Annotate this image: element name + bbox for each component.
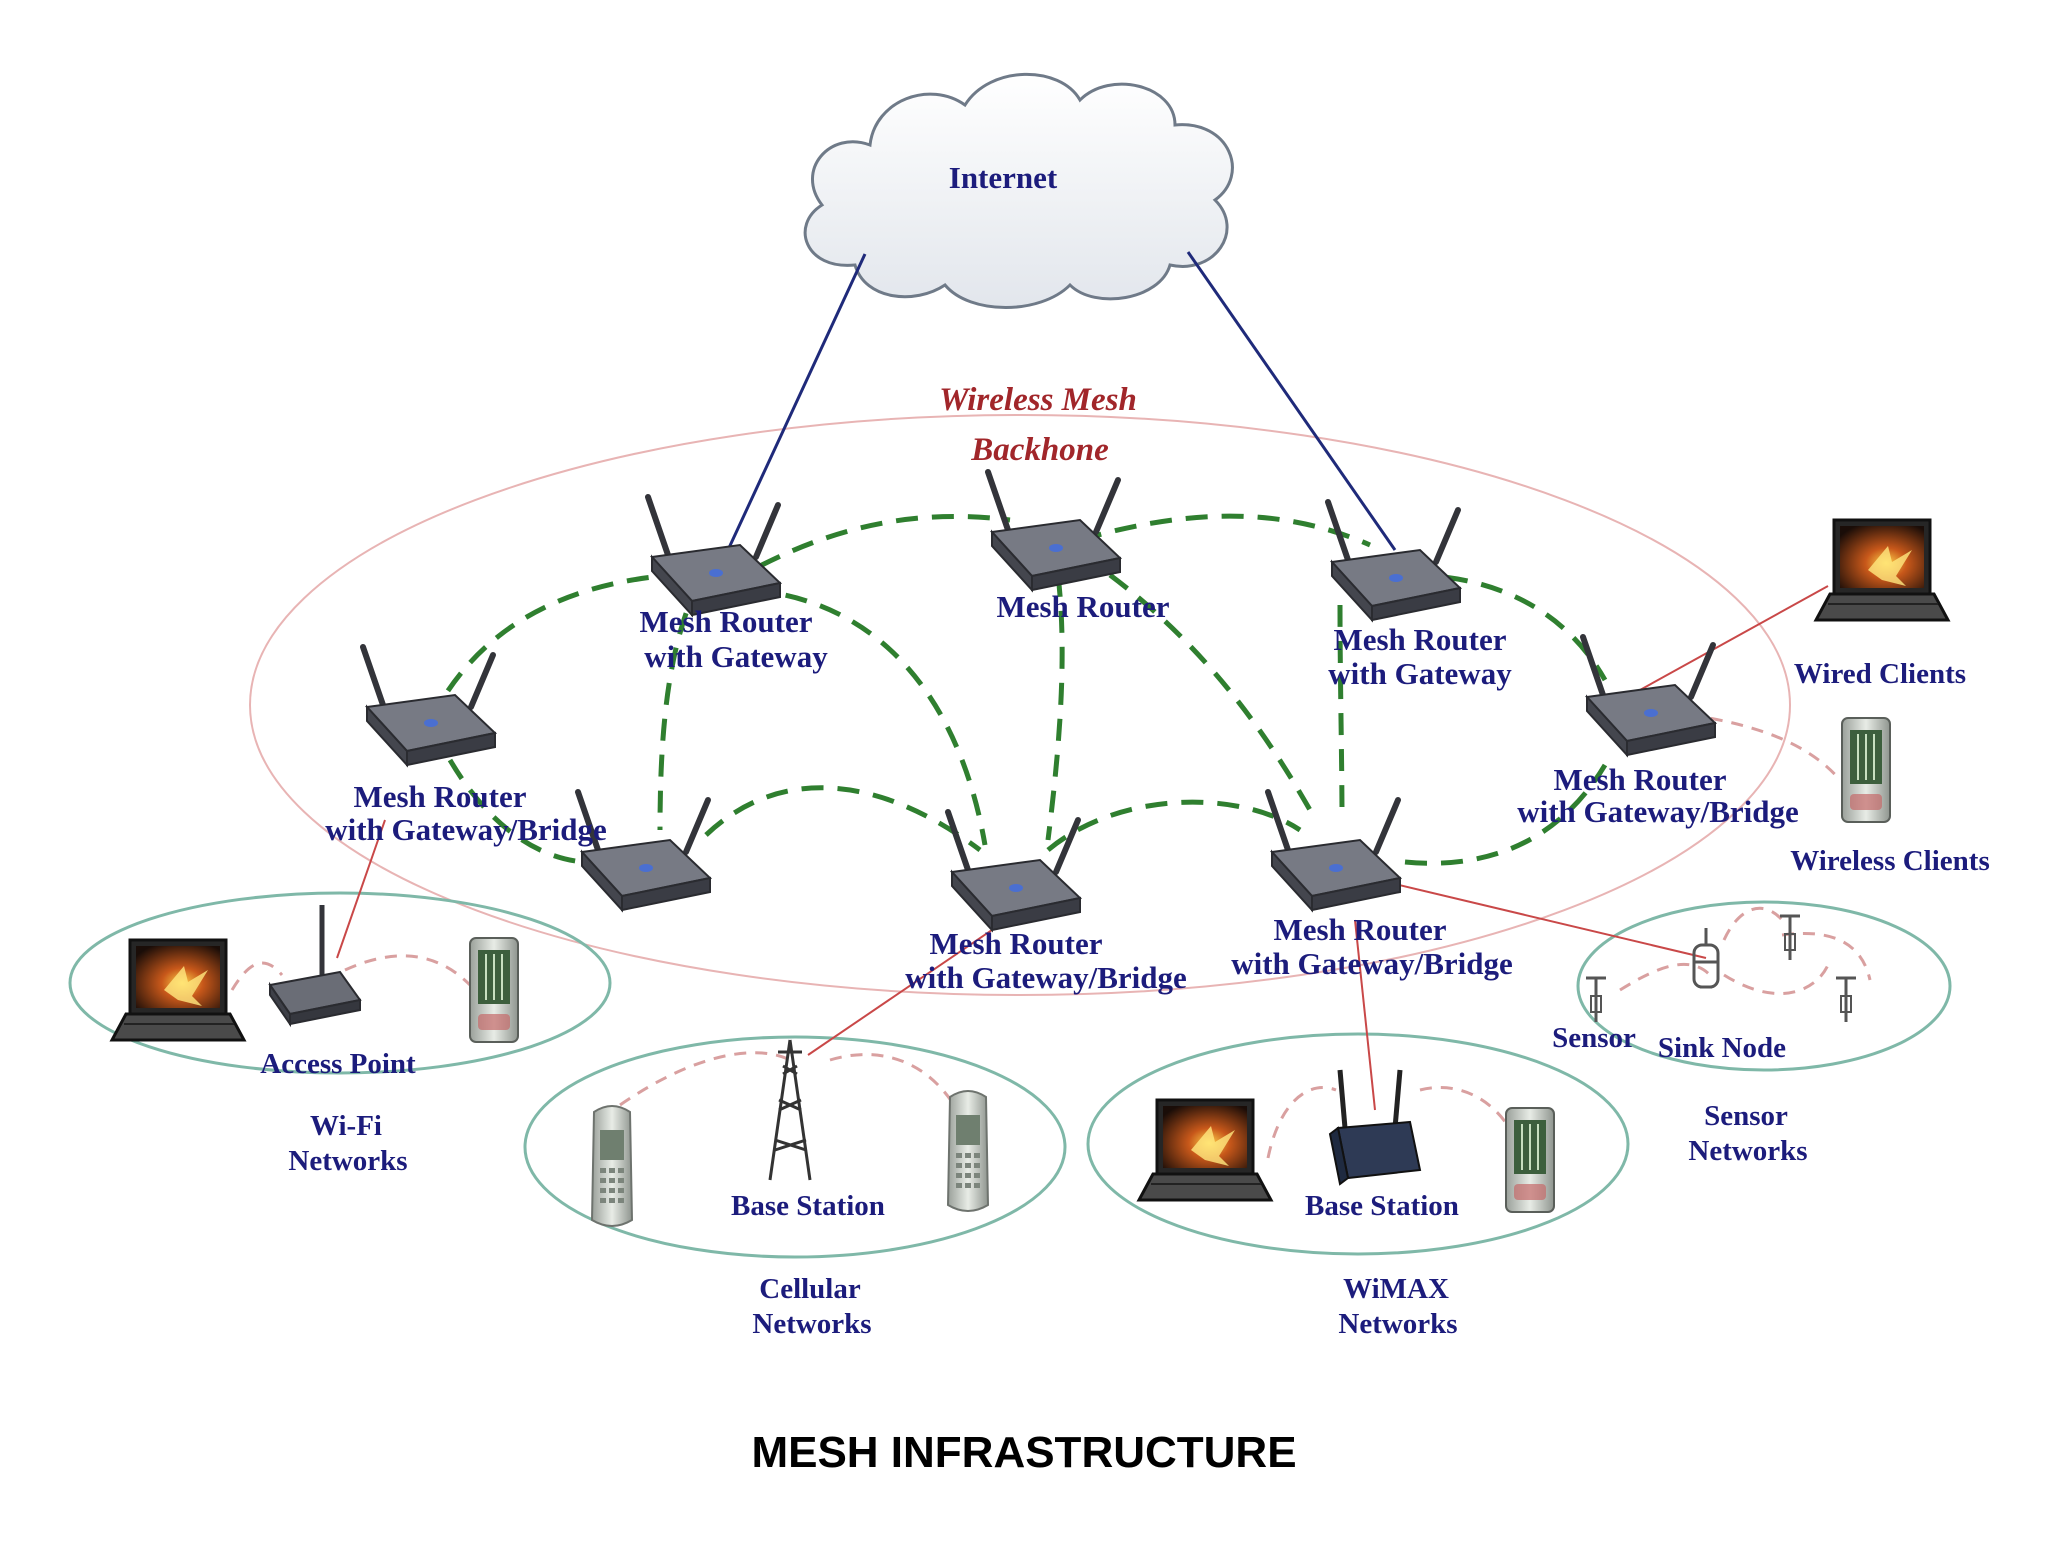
mesh-router-bridge-icon	[1583, 637, 1715, 755]
sensor-icon	[1834, 976, 1858, 1024]
internet-link	[726, 253, 867, 551]
wireless-clients-label: Wireless Clients	[1790, 845, 1990, 877]
diagram-caption: MESH INFRASTRUCTURE	[751, 1428, 1297, 1477]
cellular-network-label-line1: Cellular	[759, 1273, 861, 1305]
sensor-network-label-line2: Networks	[1688, 1135, 1807, 1167]
sink-node-icon	[1692, 928, 1720, 989]
cellular-phone-icon	[591, 1105, 633, 1227]
mesh-router-icon	[988, 472, 1120, 590]
wifi-laptop-icon	[110, 938, 246, 1042]
wimax-base-station-label: Base Station	[1305, 1190, 1459, 1222]
router7-label-line1: Mesh Router	[1273, 912, 1446, 947]
wimax-pda-icon	[1505, 1107, 1555, 1213]
router5-label-line2: with Gateway/Bridge	[1517, 794, 1799, 829]
router6-label-line2: with Gateway/Bridge	[905, 960, 1187, 995]
wireless-client-pda-icon	[1841, 717, 1891, 823]
wifi-network-region	[68, 891, 612, 1075]
wifi-network-label-line2: Networks	[288, 1145, 407, 1177]
mesh-router-bridge-icon	[1268, 792, 1400, 910]
router3-label-line2: with Gateway	[1328, 656, 1512, 691]
wired-clients-label: Wired Clients	[1794, 658, 1966, 690]
sensor-network-label-line1: Sensor	[1704, 1100, 1788, 1132]
mesh-router-icon	[578, 792, 710, 910]
router1-label-line2: with Gateway	[644, 639, 828, 674]
mesh-router-gateway-icon	[1328, 502, 1460, 620]
cell-tower-icon	[768, 1039, 812, 1181]
wimax-laptop-icon	[1137, 1098, 1273, 1202]
backbone-label-line1: Wireless Mesh	[939, 382, 1137, 418]
router1-label-line1: Mesh Router	[639, 604, 812, 639]
router5-label-line1: Mesh Router	[1553, 762, 1726, 797]
internet-cloud-icon	[803, 72, 1234, 309]
access-point-label: Access Point	[260, 1048, 416, 1080]
router4-label-line1: Mesh Router	[353, 779, 526, 814]
router6-label-line1: Mesh Router	[929, 926, 1102, 961]
router2-label: Mesh Router	[996, 589, 1169, 624]
cellular-network-region	[523, 1035, 1067, 1259]
sensor-network-region	[1576, 900, 1952, 1072]
sensor-label: Sensor	[1552, 1022, 1636, 1054]
wifi-network-label-line1: Wi-Fi	[310, 1110, 382, 1142]
sink-node-label: Sink Node	[1658, 1032, 1786, 1064]
backbone-region	[249, 414, 1791, 996]
sensor-icon	[1778, 914, 1802, 962]
wired-client-laptop-icon	[1814, 518, 1950, 622]
wimax-network-region	[1086, 1032, 1630, 1256]
mesh-router-gateway-icon	[648, 497, 780, 615]
router3-label-line1: Mesh Router	[1333, 622, 1506, 657]
cellular-base-station-label: Base Station	[731, 1190, 885, 1222]
wimax-base-station-icon	[1328, 1069, 1422, 1186]
cellular-phone-icon	[947, 1090, 989, 1212]
mesh-router-bridge-icon	[363, 647, 495, 765]
access-point-icon	[268, 905, 362, 1028]
router7-label-line2: with Gateway/Bridge	[1231, 946, 1513, 981]
backbone-label-line2: Backhone	[970, 432, 1109, 468]
internet-link	[1186, 251, 1397, 551]
mesh-router-bridge-icon	[948, 812, 1080, 930]
internet-label: Internet	[949, 160, 1058, 195]
cellular-network-label-line2: Networks	[752, 1308, 871, 1340]
wimax-network-label-line2: Networks	[1338, 1308, 1457, 1340]
wifi-pda-icon	[469, 937, 519, 1043]
router4-label-line2: with Gateway/Bridge	[325, 812, 607, 847]
wimax-network-label-line1: WiMAX	[1343, 1273, 1449, 1305]
